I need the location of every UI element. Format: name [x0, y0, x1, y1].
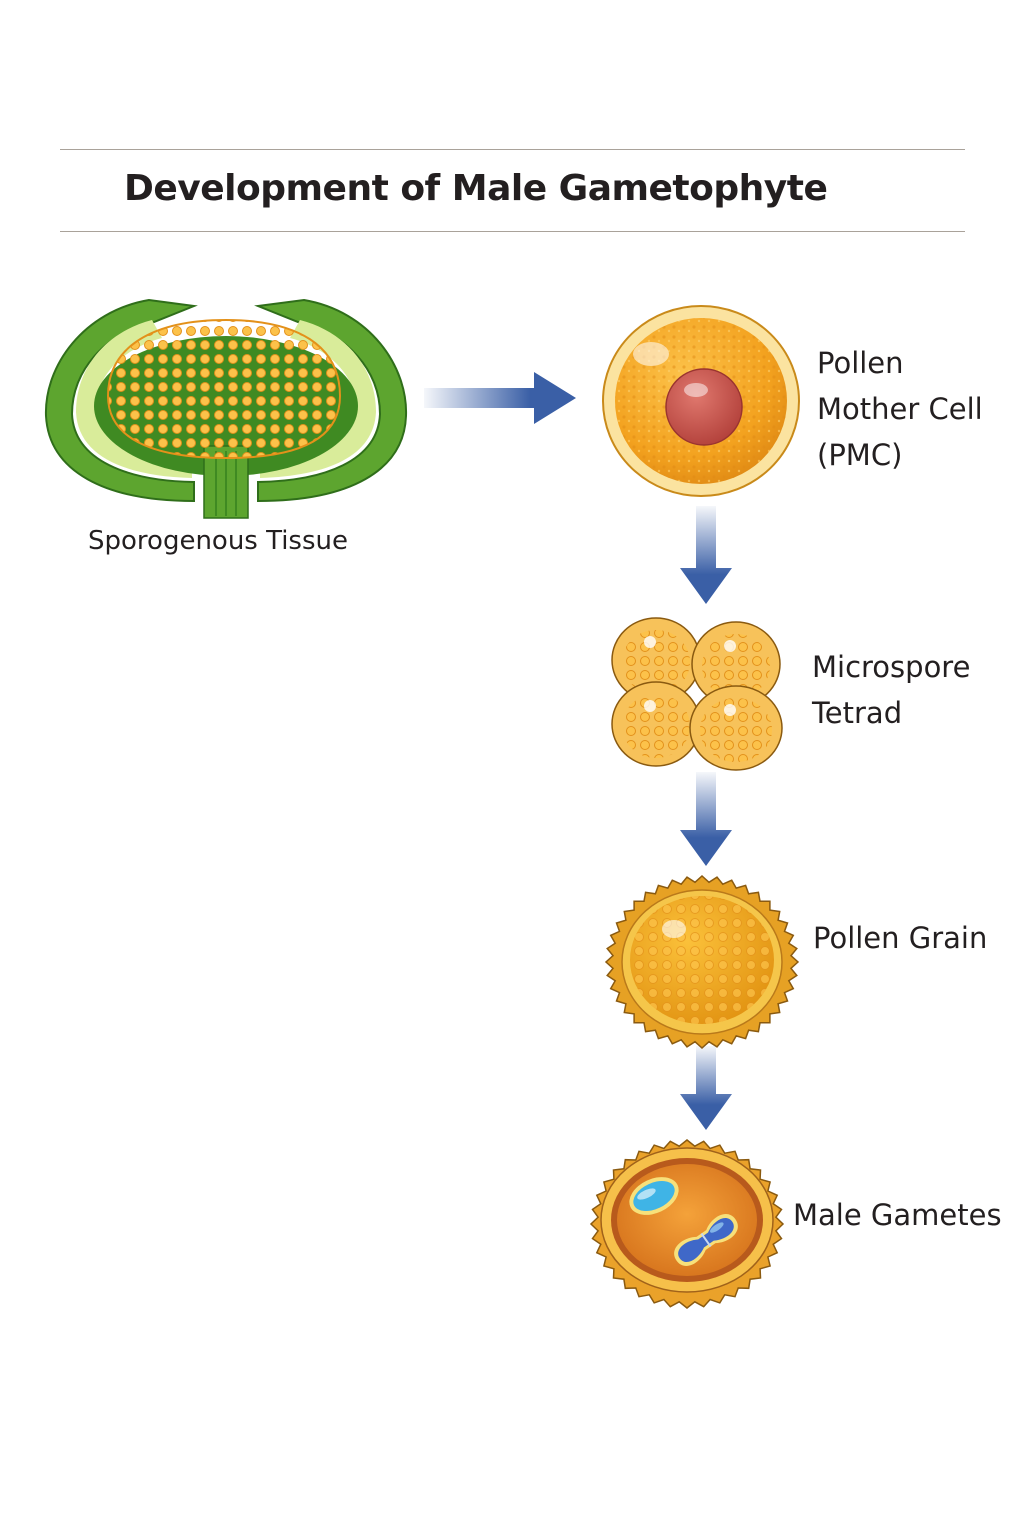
label-microspore-tetrad: Microspore Tetrad — [812, 650, 971, 730]
microspore — [611, 617, 701, 703]
sporogenous-tissue-illustration — [44, 298, 408, 519]
anther-wall-left — [44, 298, 198, 503]
title-bottom-rule — [60, 231, 965, 232]
arrow-right — [424, 372, 576, 424]
page-title: Development of Male Gametophyte — [124, 168, 828, 209]
pollen-mother-cell-illustration — [602, 305, 800, 497]
title-top-rule — [60, 149, 965, 150]
sporogenous-cell-mass — [106, 318, 342, 460]
microspore — [691, 621, 781, 707]
male-gametes-illustration — [589, 1139, 785, 1309]
nucleus — [665, 368, 743, 446]
microspore — [689, 685, 783, 771]
label-pollen-mother-cell: Pollen Mother Cell (PMC) — [817, 346, 983, 472]
arrow-down-3 — [680, 1046, 732, 1130]
sperm-cell — [629, 1177, 679, 1215]
microspore — [611, 681, 701, 767]
anther-wall-right — [254, 298, 408, 503]
label-male-gametes: Male Gametes — [793, 1198, 1002, 1232]
arrow-down-1 — [680, 506, 732, 604]
sperm-cell — [674, 1214, 738, 1266]
pollen-grain-illustration — [604, 874, 800, 1050]
microspore-tetrad-illustration — [611, 617, 783, 771]
label-sporogenous-tissue: Sporogenous Tissue — [88, 526, 348, 556]
label-pollen-grain: Pollen Grain — [813, 921, 988, 955]
arrow-down-2 — [680, 772, 732, 866]
